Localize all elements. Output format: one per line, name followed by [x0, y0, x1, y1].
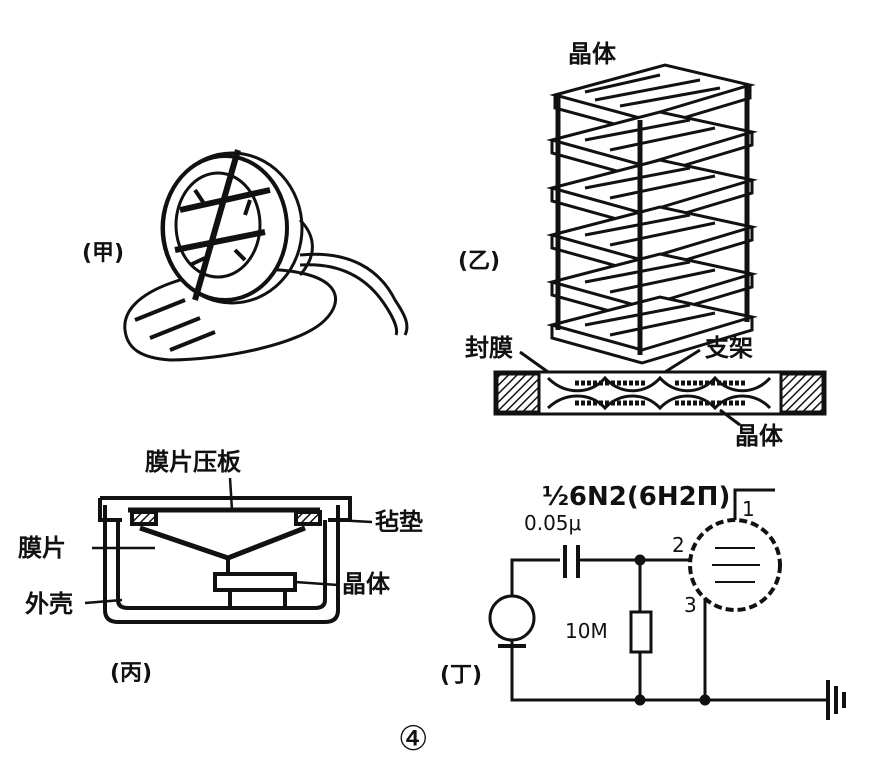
label-ding: (丁) [440, 663, 482, 688]
label-bing: (丙) [110, 661, 152, 686]
label-shell: 外壳 [25, 590, 73, 618]
label-diaphragm-plate: 膜片压板 [144, 448, 242, 476]
label-crystal: 晶体 [342, 570, 391, 598]
label-tube: ½6N2(6H2П) [542, 482, 730, 512]
circuit-diagram [488, 488, 846, 720]
label-crystal-bottom: 晶体 [735, 422, 784, 450]
label-yi: (乙) [458, 249, 500, 274]
label-capacitor: 0.05μ [524, 511, 582, 535]
label-pin-1: 1 [742, 497, 755, 521]
crystal-plate-6 [546, 295, 758, 365]
crystal-plate-1 [549, 63, 756, 133]
label-crystal-top: 晶体 [568, 40, 617, 68]
label-bracket: 支架 [705, 334, 753, 362]
microphone-illustration [123, 149, 409, 362]
cross-section-diagram [84, 477, 373, 624]
label-diaphragm: 膜片 [17, 534, 66, 562]
label-pin-2: 2 [672, 533, 685, 557]
label-jia: (甲) [82, 241, 124, 266]
label-gasket: 毡垫 [375, 508, 423, 536]
crystal-stack-illustration [493, 63, 827, 427]
label-resistor: 10M [565, 619, 608, 643]
label-seal-film: 封膜 [465, 334, 513, 362]
label-pin-3: 3 [684, 593, 697, 617]
figure-number: ④ [398, 719, 428, 759]
crystal-plate-2 [546, 110, 758, 180]
